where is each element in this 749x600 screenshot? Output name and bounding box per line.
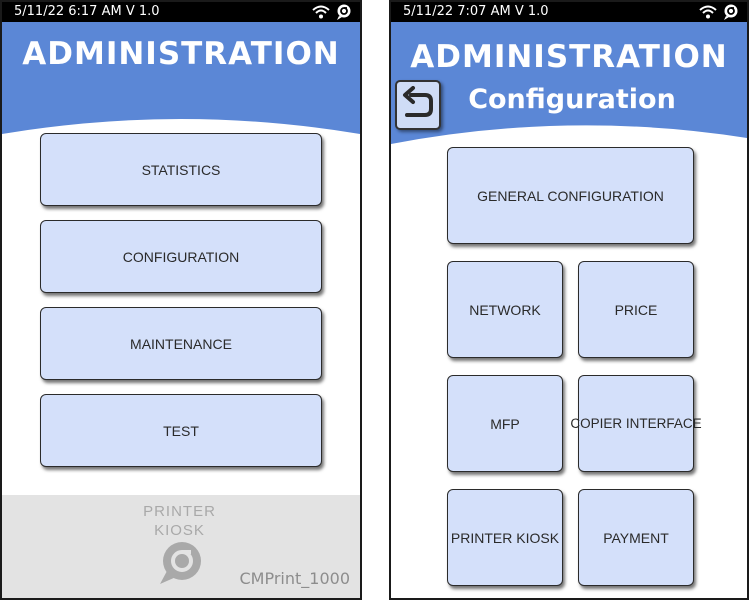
test-button[interactable]: TEST [40,394,322,467]
cmprint-logo-icon [336,4,352,20]
printer-kiosk-logo-icon [157,541,203,590]
network-button[interactable]: NETWORK [447,261,563,358]
mfp-button[interactable]: MFP [447,375,563,472]
device-name: CMPrint_1000 [239,569,351,588]
general-configuration-button[interactable]: GENERAL CONFIGURATION [447,147,694,244]
footer: PRINTER KIOSK CMPrint_1000 [2,495,360,598]
wifi-icon [699,5,717,19]
price-button[interactable]: PRICE [578,261,694,358]
logo-text-printer: PRINTER [143,503,216,520]
payment-button[interactable]: PAYMENT [578,489,694,586]
back-button[interactable] [395,80,441,130]
administration-screen: 5/11/22 6:17 AM V 1.0 [0,0,362,600]
wifi-icon [312,5,330,19]
printer-kiosk-button[interactable]: PRINTER KIOSK [447,489,563,586]
page-title: ADMINISTRATION [22,36,340,72]
page-title: ADMINISTRATION [410,39,728,75]
back-arrow-icon [401,85,435,125]
status-text: 5/11/22 6:17 AM V 1.0 [14,4,160,19]
maintenance-button[interactable]: MAINTENANCE [40,307,322,380]
configuration-button[interactable]: CONFIGURATION [40,220,322,293]
configuration-screen: 5/11/22 7:07 AM V 1.0 [389,0,749,600]
cmprint-logo-icon [723,4,739,20]
statistics-button[interactable]: STATISTICS [40,133,322,206]
status-bar: 5/11/22 6:17 AM V 1.0 [2,2,360,22]
status-bar: 5/11/22 7:07 AM V 1.0 [391,2,747,22]
logo-text-kiosk: KIOSK [154,522,205,539]
page-subtitle: Configuration [468,84,676,115]
copier-interface-button[interactable]: COPIER INTERFACE [570,375,702,472]
status-text: 5/11/22 7:07 AM V 1.0 [403,4,549,19]
